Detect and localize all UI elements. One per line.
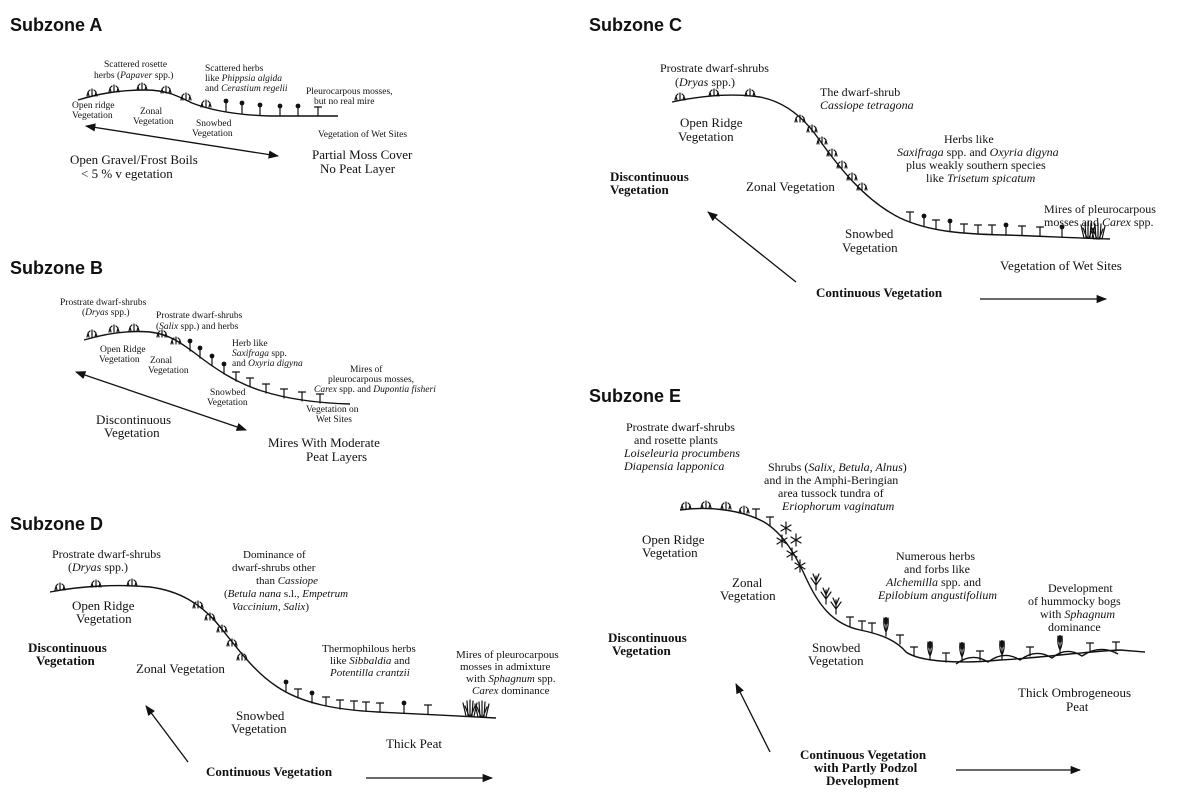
subzone-c-cassiope-label: The dwarf-shrub Cassiope tetragona bbox=[820, 85, 914, 112]
subzone-d-mires-label: Mires of pleurocarpous mosses in admixtu… bbox=[456, 649, 561, 697]
subzone-d-dominance-label: Dominance of dwarf-shrubs other than Cas… bbox=[224, 549, 351, 613]
subzone-c-continuous-label: Continuous Vegetation bbox=[816, 285, 943, 300]
subzone-d-dryas-label: Prostrate dwarf-shrubs (Dryas spp.) bbox=[52, 547, 164, 574]
subzone-b-slope-profile bbox=[83, 330, 351, 405]
subzone-c-herbs-label: Herbs like Saxifraga spp. and Oxyria dig… bbox=[897, 132, 1062, 185]
subzone-e-bogs-label: Development of hummocky bogs with Sphagn… bbox=[1028, 581, 1124, 634]
subzone-c-discontinuous-label: Discontinuous Vegetation bbox=[610, 169, 692, 197]
subzone-d-title: Subzone D bbox=[10, 514, 103, 534]
subzone-b-mires-label: Mires of pleurocarpous mosses, Carex spp… bbox=[314, 364, 436, 395]
subzone-b-mires-peat-label: Mires With Moderate Peat Layers bbox=[268, 435, 383, 464]
subzone-b-wet-sites-label: Vegetation on Wet Sites bbox=[306, 405, 361, 425]
subzone-d-continuous-label: Continuous Vegetation bbox=[206, 764, 333, 779]
subzone-e-hummocks bbox=[955, 648, 1119, 665]
subzone-e: Subzone E Prostrate dwarf-shrubs and ros… bbox=[589, 386, 1146, 788]
subzone-b-zonal-label: Zonal Vegetation bbox=[148, 356, 189, 376]
subzone-c-mires-label: Mires of pleurocarpous mosses and Carex … bbox=[1044, 202, 1159, 229]
subzone-d-discontinuous-label: Discontinuous Vegetation bbox=[28, 640, 110, 668]
subzone-c-wet-sites-label: Vegetation of Wet Sites bbox=[1000, 258, 1122, 273]
subzone-e-peat-label: Thick Ombrogeneous Peat bbox=[1018, 685, 1134, 714]
subzone-e-discontinuous-label: Discontinuous Vegetation bbox=[608, 630, 690, 658]
subzone-a-scattered-herbs-label: Scattered herbs like Phippsia algida and… bbox=[205, 64, 288, 94]
subzone-a-moss-cover-label: Partial Moss Cover No Peat Layer bbox=[312, 147, 416, 176]
subzone-a-open-ridge-label: Open ridge Vegetation bbox=[72, 101, 117, 121]
subzone-a-snowbed-label: Snowbed Vegetation bbox=[192, 119, 234, 139]
subzone-d-snowbed-label: Snowbed Vegetation bbox=[231, 708, 288, 736]
subzone-b-discontinuous-label: Discontinuous Vegetation bbox=[96, 412, 174, 440]
subzone-c-snowbed-label: Snowbed Vegetation bbox=[842, 226, 898, 255]
subzone-a-title: Subzone A bbox=[10, 15, 102, 35]
subzone-e-continuous-label: Continuous Vegetation with Partly Podzol… bbox=[800, 747, 929, 788]
subzone-b-salix-label: Prostrate dwarf-shrubs (Salix spp.) and … bbox=[156, 310, 245, 332]
subzone-e-herbs-label: Numerous herbs and forbs like Alchemilla… bbox=[877, 549, 997, 602]
subzone-e-shrubs-label: Shrubs (Salix, Betula, Alnus) and in the… bbox=[764, 460, 910, 513]
subzone-b-dryas-label: Prostrate dwarf-shrubs (Dryas spp.) bbox=[60, 297, 149, 318]
subzone-e-snowbed-label: Snowbed Vegetation bbox=[808, 640, 864, 668]
subzone-a-zonal-label: Zonal Vegetation bbox=[133, 107, 174, 127]
subzone-a-wet-sites-label: Vegetation of Wet Sites bbox=[318, 129, 407, 140]
subzone-a-slope-profile bbox=[77, 89, 338, 117]
subzone-b-snowbed-label: Snowbed Vegetation bbox=[207, 388, 248, 408]
subzone-c-open-ridge-label: Open Ridge Vegetation bbox=[678, 115, 746, 144]
subzone-a-gravel-label: Open Gravel/Frost Boils < 5 % v egetatio… bbox=[70, 152, 201, 181]
subzone-c: Subzone C Prostrate dwarf-shrubs (Dryas … bbox=[589, 15, 1159, 304]
subzone-b: Subzone B Prostrate dwarf-shrubs (Dryas … bbox=[10, 258, 436, 464]
subzone-b-open-ridge-label: Open Ridge Vegetation bbox=[99, 345, 148, 365]
subzone-e-discontinuous-arrow bbox=[735, 683, 771, 753]
subzone-e-slope-profile bbox=[679, 507, 1146, 663]
subzone-d-thick-peat-label: Thick Peat bbox=[386, 736, 442, 751]
subzone-c-discontinuous-arrow bbox=[707, 211, 797, 283]
subzone-e-open-ridge-label: Open Ridge Vegetation bbox=[642, 532, 708, 560]
subzone-d: Subzone D Prostrate dwarf-shrubs (Dryas … bbox=[10, 514, 561, 783]
subzone-c-title: Subzone C bbox=[589, 15, 682, 35]
subzone-d-thermophilous-label: Thermophilous herbs like Sibbaldia and P… bbox=[322, 643, 419, 679]
subzone-c-dryas-label: Prostrate dwarf-shrubs (Dryas spp.) bbox=[660, 61, 772, 89]
subzone-b-saxifraga-label: Herb like Saxifraga spp. and Oxyria digy… bbox=[232, 339, 303, 369]
subzone-a-double-arrow bbox=[84, 123, 280, 159]
subzone-d-zonal-label: Zonal Vegetation bbox=[136, 661, 225, 676]
subzone-a-mosses-label: Pleurocarpous mosses, but no real mire bbox=[306, 87, 395, 107]
subzone-a-rosette-herbs-label: Scattered rosette herbs (Papaver spp.) bbox=[94, 60, 173, 81]
subzone-b-title: Subzone B bbox=[10, 258, 103, 278]
subzone-c-slope-profile bbox=[671, 94, 1111, 240]
subzone-e-title: Subzone E bbox=[589, 386, 681, 406]
subzone-d-open-ridge-label: Open Ridge Vegetation bbox=[72, 598, 138, 626]
subzone-b-double-arrow bbox=[75, 371, 247, 431]
subzone-e-zonal-label: Zonal Vegetation bbox=[720, 575, 776, 603]
subzone-e-prostrate-label: Prostrate dwarf-shrubs and rosette plant… bbox=[623, 420, 743, 473]
subzone-c-zonal-label: Zonal Vegetation bbox=[746, 179, 835, 194]
subzone-d-discontinuous-arrow bbox=[145, 705, 189, 763]
subzone-a: Subzone A Scattered rosette herbs (Papav… bbox=[10, 15, 416, 181]
